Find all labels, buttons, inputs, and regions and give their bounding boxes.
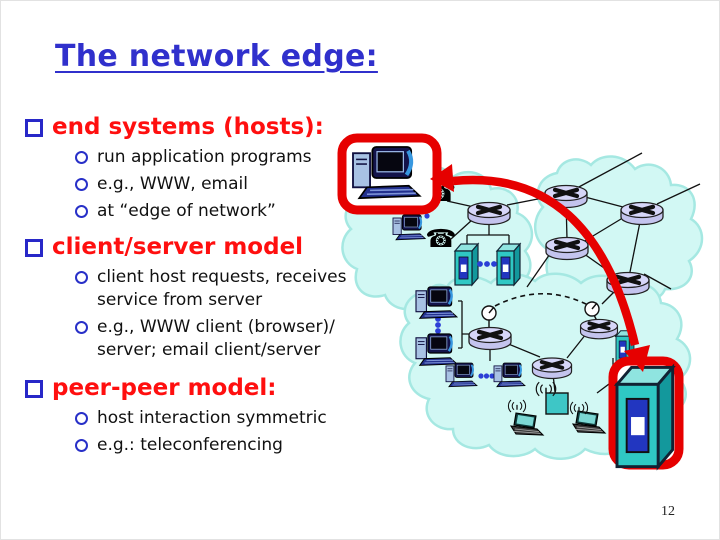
antenna-dish-icon <box>584 301 600 322</box>
circle-bullet-icon <box>75 412 88 425</box>
router-icon <box>621 203 663 225</box>
list-item: e.g.: teleconferencing <box>75 434 375 457</box>
square-bullet-icon <box>25 380 43 398</box>
server-icon <box>496 243 521 286</box>
wireless-base-station-icon <box>545 392 569 415</box>
section-peer-peer: peer-peer model: <box>25 374 387 403</box>
antenna-dish-icon <box>481 305 497 328</box>
arrowhead-down <box>624 345 650 372</box>
router-icon <box>468 203 510 225</box>
network-diagram: ☎ ☎ <box>337 133 704 470</box>
circle-bullet-icon <box>75 271 88 284</box>
page-number: 12 <box>661 504 675 519</box>
section-heading: end systems (hosts): <box>52 114 324 140</box>
list-item: client host requests, receives service f… <box>75 266 375 312</box>
list-item: host interaction symmetric <box>75 407 375 430</box>
list-item: e.g., WWW client (browser)/ server; emai… <box>75 316 375 362</box>
server-icon <box>615 365 675 469</box>
circle-bullet-icon <box>75 321 88 334</box>
square-bullet-icon <box>25 239 43 257</box>
router-icon <box>546 238 588 260</box>
router-icon <box>530 356 574 381</box>
section-client-server: client/server model <box>25 233 387 262</box>
section-heading: client/server model <box>52 234 304 260</box>
router-icon <box>578 317 620 341</box>
bullet-list: end systems (hosts): run application pro… <box>25 105 387 461</box>
circle-bullet-icon <box>75 205 88 218</box>
circle-bullet-icon <box>75 151 88 164</box>
list-item: e.g., WWW, email <box>75 173 375 196</box>
router-icon <box>469 328 511 350</box>
arrowhead-left <box>430 164 454 192</box>
red-arrow <box>430 164 650 372</box>
telephone-icon: ☎ <box>425 224 456 253</box>
highlighted-server <box>608 356 684 470</box>
page-title: The network edge: <box>55 39 378 74</box>
highlighted-host <box>337 133 442 215</box>
dashed-link <box>494 293 589 307</box>
square-bullet-icon <box>25 119 43 137</box>
circle-bullet-icon <box>75 439 88 452</box>
list-item: at “edge of network” <box>75 200 375 223</box>
circle-bullet-icon <box>75 178 88 191</box>
list-item: run application programs <box>75 146 375 169</box>
section-heading: peer-peer model: <box>52 375 277 401</box>
server-icon <box>454 243 479 286</box>
section-end-systems: end systems (hosts): <box>25 113 387 142</box>
